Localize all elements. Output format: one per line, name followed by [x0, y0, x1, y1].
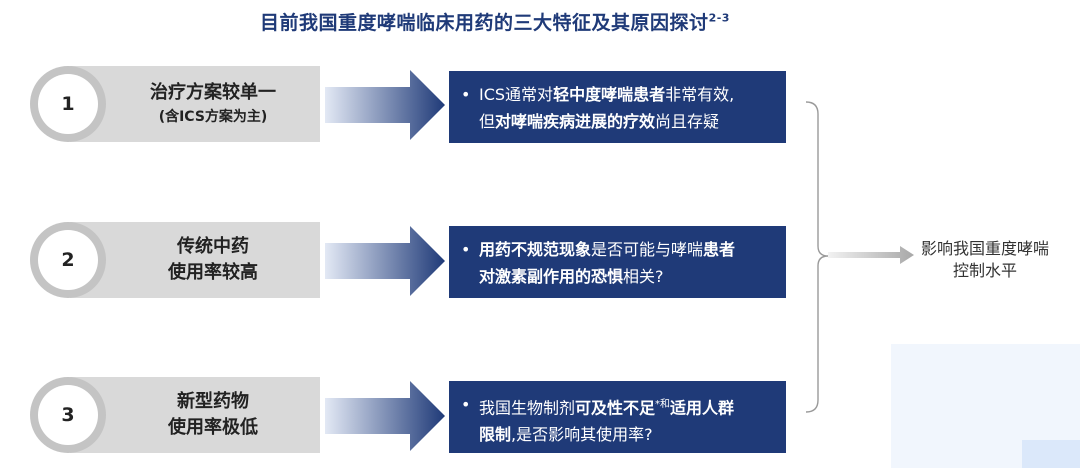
- conclusion-line: 控制水平: [952, 261, 1017, 280]
- box-text: 非常有效,: [665, 85, 735, 104]
- feature-label-background: [70, 66, 320, 142]
- box-text-bold: 适用人群: [670, 398, 735, 418]
- box-text-footnote: *和: [655, 399, 671, 410]
- number-1: 1: [38, 74, 98, 134]
- number-3: 3: [38, 385, 98, 445]
- box-text-bold: 限制: [479, 425, 512, 445]
- bullet: •: [461, 85, 471, 104]
- right-arrow-icon: [325, 70, 445, 140]
- feature-title: 新型药物: [177, 391, 249, 412]
- feature-title: 传统中药: [177, 236, 249, 257]
- box-text-bold: 对激素副作用的恐惧: [479, 267, 624, 286]
- number-2: 2: [38, 230, 98, 290]
- feature-subtitle: 使用率较高: [168, 262, 258, 283]
- right-arrow-icon: [325, 226, 445, 296]
- feature-label-background: [70, 222, 320, 298]
- box-text: 但: [479, 112, 496, 131]
- diagram-title: 目前我国重度哮喘临床用药的三大特征及其原因探讨2-3: [0, 8, 990, 35]
- bracket-connector: [805, 101, 829, 413]
- box-text: 我国生物制剂: [479, 398, 576, 418]
- conclusion-text: 影响我国重度哮喘 控制水平: [906, 238, 1064, 282]
- box-line: 我国生物制剂可及性不足*和适用人群: [479, 391, 776, 421]
- number-circle: 2: [30, 222, 106, 298]
- number-circle: 3: [30, 377, 106, 453]
- box-line: 但对哮喘疾病进展的疗效尚且存疑: [479, 108, 776, 135]
- box-line: 对激素副作用的恐惧相关?: [479, 263, 776, 290]
- box-text: 是否可能与哮喘: [591, 240, 704, 259]
- box-text-bold: 对哮喘疾病进展的疗效: [495, 112, 656, 131]
- feature-label-text: 传统中药 使用率较高: [106, 222, 320, 298]
- number-circle: 1: [30, 66, 106, 142]
- box-text-bold: 用药不规范现象: [479, 240, 592, 259]
- box-text: ICS通常对: [479, 85, 554, 104]
- feature-label-3: 3 新型药物 使用率极低: [30, 377, 320, 453]
- conclusion-arrow-icon: [828, 246, 914, 264]
- box-text: 相关?: [623, 267, 664, 286]
- box-line: 限制,是否影响其使用率?: [479, 421, 776, 448]
- decorative-panel: [1022, 440, 1080, 468]
- title-text: 目前我国重度哮喘临床用药的三大特征及其原因探讨: [260, 12, 709, 34]
- explanation-box-1: • ICS通常对轻中度哮喘患者非常有效, 但对哮喘疾病进展的疗效尚且存疑: [449, 71, 786, 143]
- box-text-bold: 患者: [703, 240, 736, 259]
- right-arrow-icon: [325, 381, 445, 451]
- box-text-bold: 轻中度哮喘患者: [553, 85, 666, 104]
- bullet: •: [461, 395, 471, 414]
- box-text: 尚且存疑: [655, 112, 720, 131]
- explanation-box-3: • 我国生物制剂可及性不足*和适用人群 限制,是否影响其使用率?: [449, 381, 786, 453]
- box-text: ,是否影响其使用率?: [511, 425, 653, 445]
- feature-label-2: 2 传统中药 使用率较高: [30, 222, 320, 298]
- feature-label-1: 1 治疗方案较单一 (含ICS方案为主): [30, 66, 320, 142]
- feature-label-text: 新型药物 使用率极低: [106, 377, 320, 453]
- feature-label-background: [70, 377, 320, 453]
- feature-title: 治疗方案较单一: [150, 82, 276, 103]
- title-reference: 2-3: [708, 11, 730, 25]
- box-text-bold: 可及性不足: [575, 398, 656, 418]
- conclusion-line: 影响我国重度哮喘: [920, 239, 1049, 258]
- feature-subtitle: (含ICS方案为主): [158, 109, 268, 125]
- bullet: •: [461, 240, 471, 259]
- box-line: ICS通常对轻中度哮喘患者非常有效,: [479, 81, 776, 108]
- explanation-box-2: • 用药不规范现象是否可能与哮喘患者 对激素副作用的恐惧相关?: [449, 226, 786, 298]
- feature-subtitle: 使用率极低: [168, 417, 258, 438]
- box-line: 用药不规范现象是否可能与哮喘患者: [479, 236, 776, 263]
- feature-label-text: 治疗方案较单一 (含ICS方案为主): [106, 66, 320, 142]
